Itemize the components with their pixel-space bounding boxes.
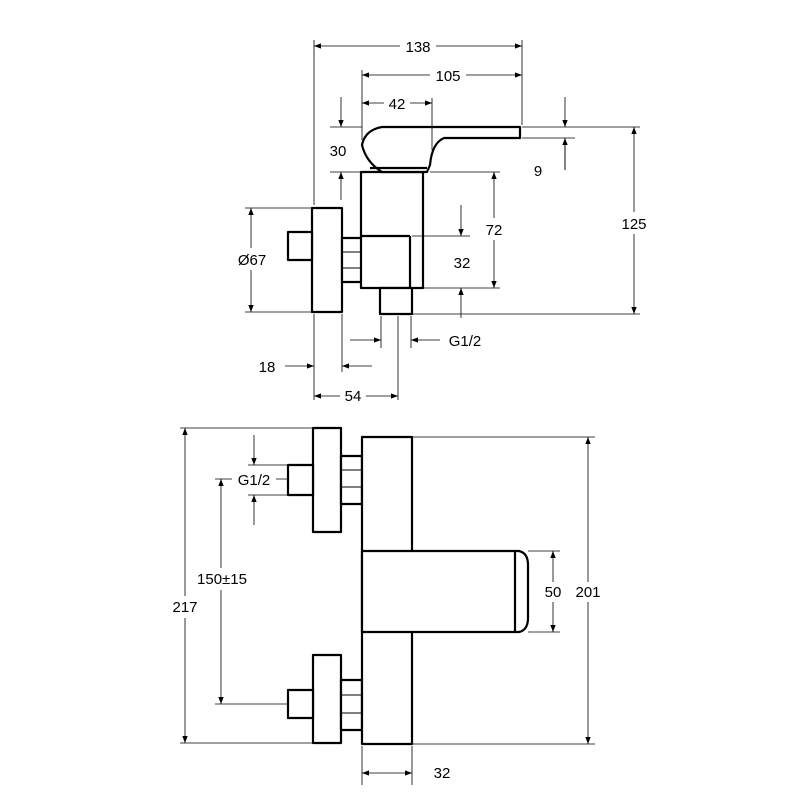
lever-handle [360,125,522,174]
outlet-pipe [378,286,414,316]
label-125: 125 [621,216,646,233]
label-9: 9 [534,163,542,180]
label-32-top: 32 [454,255,471,272]
front-spout [360,549,530,634]
label-105: 105 [435,68,460,85]
upper-inlet-pipe [286,463,315,497]
label-217: 217 [172,599,197,616]
label-72: 72 [486,222,503,239]
label-18: 18 [259,359,276,376]
label-50: 50 [545,584,562,601]
lower-nut [339,678,364,732]
label-30: 30 [330,143,347,160]
label-42: 42 [389,96,406,113]
wall-flange [310,206,344,314]
mixer-body [359,170,425,290]
label-150-15: 150±15 [197,571,247,588]
label-54: 54 [345,388,362,405]
lower-wall-flange [311,653,343,745]
label-138: 138 [405,39,430,56]
side-elevation-view [245,40,640,400]
upper-wall-flange [311,426,343,534]
label-diameter-67: Ø67 [238,252,266,269]
upper-nut [339,454,364,506]
lower-inlet-pipe [286,688,315,720]
connection-nut [340,236,364,284]
dimension-labels: 138 105 42 30 9 72 32 125 Ø67 G1/2 18 54… [169,36,650,782]
label-g12-inlet: G1/2 [238,472,271,489]
label-32-bottom: 32 [434,765,451,782]
label-g12-outlet: G1/2 [449,333,482,350]
label-201: 201 [575,584,600,601]
inlet-pipe [286,230,314,262]
